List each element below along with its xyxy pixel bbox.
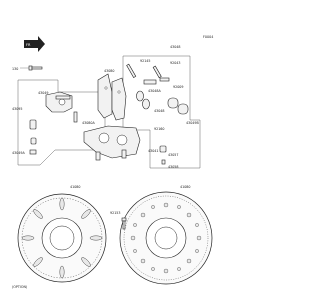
piston-seals — [136, 90, 189, 115]
pad-spring-43049 — [45, 91, 73, 113]
option-label: (OPTION) — [12, 285, 27, 289]
slide-pins — [126, 63, 170, 85]
svg-text:FR: FR — [26, 43, 31, 47]
diagram-code: F0004 — [203, 35, 213, 39]
front-direction-icon: FR — [24, 36, 45, 52]
bolt-130 — [20, 65, 43, 71]
callout-92009: 92009 — [173, 85, 184, 89]
brake-disc-option — [17, 193, 107, 283]
dust-boot-43049a — [29, 119, 37, 155]
callout-43095: 43095 — [12, 107, 23, 111]
callout-43058: 43058 — [168, 165, 179, 169]
callout-92145: 92145 — [140, 59, 151, 63]
disc-bolt-92153 — [121, 217, 127, 230]
callout-41080: 41080 — [180, 185, 191, 189]
callout-92160: 92160 — [154, 127, 165, 131]
callout-43048-mid: 43048 — [154, 109, 165, 113]
callout-43041: 43041 — [148, 149, 159, 153]
callout-130: 130 — [12, 67, 18, 71]
callout-43048a: 43048A — [148, 89, 161, 93]
caliper-body-43041 — [83, 125, 141, 161]
parts-diagram: F0004 FR 130 43049 43095 43049A 43080A — [12, 35, 214, 289]
callout-43080a: 43080A — [82, 121, 95, 125]
front-brake-exploded-view: F0004 FR 130 43049 43095 43049A 43080A — [12, 35, 213, 289]
pin-43080a — [73, 111, 78, 123]
callout-92043: 92043 — [170, 61, 181, 65]
callout-43080: 43080 — [104, 69, 115, 73]
brake-pad-43080 — [97, 73, 127, 121]
callout-41080-option: 41080 — [70, 185, 81, 189]
callout-43048-top: 43048 — [170, 45, 181, 49]
callout-43049b: 43049B — [186, 121, 199, 125]
callout-43049a: 43049A — [12, 151, 25, 155]
bleeder-valve — [159, 145, 167, 165]
callout-43049: 43049 — [38, 91, 49, 95]
brake-disc — [119, 191, 213, 285]
callout-92153: 92153 — [110, 211, 121, 215]
callout-43057: 43057 — [168, 153, 179, 157]
